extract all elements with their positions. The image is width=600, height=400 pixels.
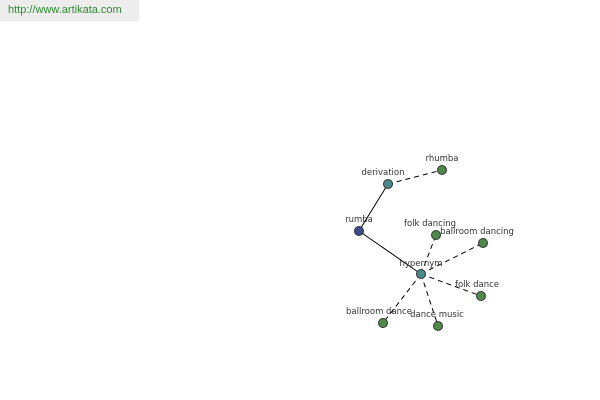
node-label: ballroom dancing	[440, 227, 514, 237]
node-label: rhumba	[425, 154, 458, 164]
node-derivation[interactable]: derivation	[361, 168, 405, 189]
edge-rumba-hypernym	[358, 230, 422, 275]
node-circle[interactable]	[478, 238, 488, 248]
node-circle[interactable]	[354, 226, 364, 236]
node-folk-dancing[interactable]: folk dancing	[404, 219, 456, 240]
node-label: hypernym	[399, 259, 442, 269]
node-folk-dance[interactable]: folk dance	[455, 280, 499, 301]
edge-hypernym-dance-music	[420, 273, 439, 327]
node-label: derivation	[361, 168, 404, 178]
node-label: ballroom dance	[346, 307, 412, 317]
node-circle[interactable]	[431, 230, 441, 240]
node-ballroom-dancing[interactable]: ballroom dancing	[440, 227, 514, 248]
nodes-layer: rumba derivation rhumba hypernym folk dancin…	[345, 154, 514, 331]
node-dance-music[interactable]: dance music	[410, 310, 464, 331]
node-rumba[interactable]: rumba	[345, 215, 373, 236]
node-label: folk dancing	[404, 219, 456, 229]
edges-layer	[358, 169, 484, 327]
edge-hypernym-folk-dancing	[420, 234, 437, 275]
node-circle[interactable]	[378, 318, 388, 328]
site-url-link[interactable]: http://www.artikata.com	[0, 0, 139, 21]
edge-hypernym-folk-dance	[420, 273, 482, 297]
edge-hypernym-ballroom-dance	[382, 273, 422, 324]
node-circle[interactable]	[383, 179, 393, 189]
node-ballroom-dance[interactable]: ballroom dance	[346, 307, 412, 328]
node-label: folk dance	[455, 280, 499, 290]
edge-rumba-derivation	[358, 183, 389, 232]
node-circle[interactable]	[476, 291, 486, 301]
node-hypernym[interactable]: hypernym	[399, 259, 443, 279]
edge-hypernym-ballroom-dancing	[420, 242, 484, 275]
edge-derivation-rhumba	[387, 169, 443, 185]
node-label: dance music	[410, 310, 464, 320]
node-circle[interactable]	[437, 165, 447, 175]
node-rhumba[interactable]: rhumba	[425, 154, 459, 175]
node-circle[interactable]	[433, 321, 443, 331]
node-circle[interactable]	[416, 269, 426, 279]
node-label: rumba	[345, 215, 373, 225]
